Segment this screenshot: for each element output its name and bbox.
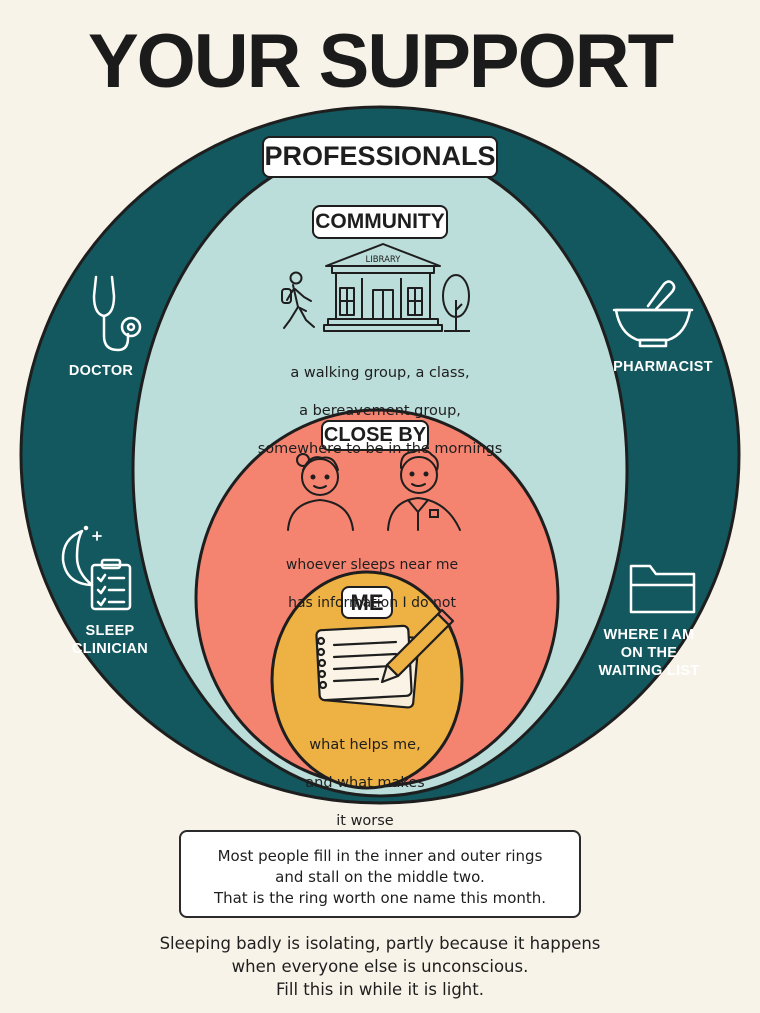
community-label: COMMUNITY [312, 205, 448, 239]
pharmacist-label: PHARMACIST [613, 359, 713, 375]
note-box: Most people fill in the inner and outer … [179, 830, 581, 918]
footer-text: Sleeping badly is isolating, partly beca… [159, 934, 601, 999]
folder-icon [629, 564, 696, 614]
stethoscope-icon [92, 275, 142, 352]
doctor-label: DOCTOR [68, 363, 134, 379]
me-label: ME [341, 586, 393, 619]
close-by-label: CLOSE BY [321, 420, 429, 451]
sleep-clinician-label: SLEEP CLINICIAN [72, 623, 148, 657]
pencil-icon [380, 608, 455, 684]
tree-icon [442, 274, 470, 332]
mortar-pestle-icon [612, 280, 694, 348]
walking-person-icon [281, 271, 315, 329]
community-description: a walking group, a class, a bereavement … [257, 365, 503, 457]
professionals-label: PROFESSIONALS [262, 136, 498, 178]
moon-clipboard-icon [61, 525, 132, 611]
library-sign: LIBRARY [365, 255, 401, 265]
close-by-description: whoever sleeps near me has information I… [285, 557, 459, 611]
notebook-icon [315, 624, 420, 709]
library-icon [323, 243, 443, 332]
me-description: what helps me, and what makes it worse [305, 737, 425, 829]
waiting-list-label: WHERE I AM ON THE WAITING LIST [598, 627, 700, 679]
woman-icon [287, 453, 354, 531]
